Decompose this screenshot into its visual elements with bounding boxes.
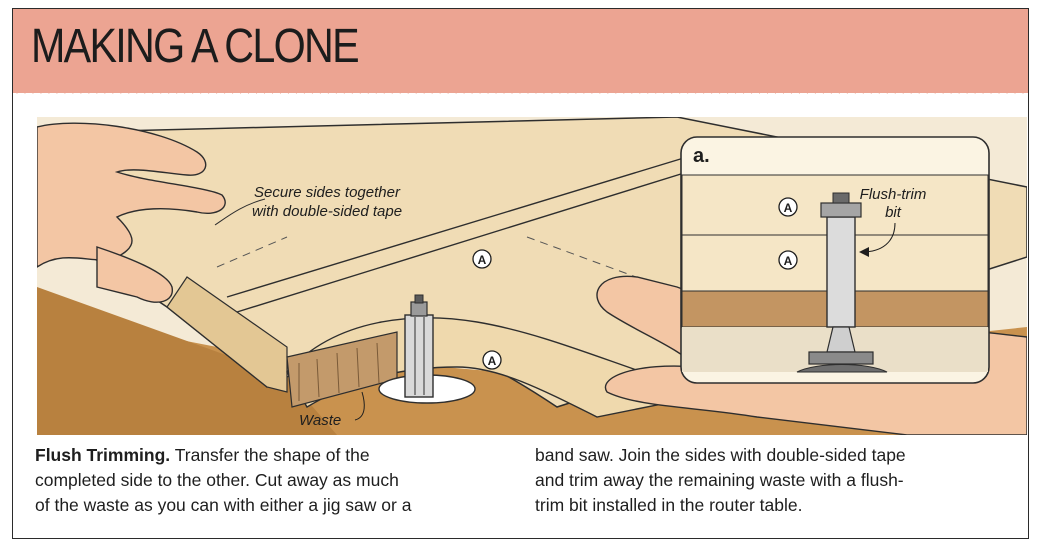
inset-bit-bearing bbox=[820, 202, 862, 218]
inset-part-marker-upper: A bbox=[778, 197, 798, 217]
inset-bit-bolt bbox=[832, 192, 850, 204]
caption-right-line-2: and trim away the remaining waste with a… bbox=[535, 470, 904, 490]
part-marker-lower-label: A bbox=[488, 354, 497, 368]
part-marker-top-label: A bbox=[478, 253, 487, 267]
caption-right-column: band saw. Join the sides with double-sid… bbox=[535, 443, 1005, 518]
caption-heading: Flush Trimming. bbox=[35, 445, 171, 465]
tape-callout-line2: with double-sided tape bbox=[252, 203, 402, 220]
banner-sawtooth-edge bbox=[13, 87, 1028, 95]
inset-detail: a. Flush-trim bit A A bbox=[680, 136, 990, 384]
inset-bit-body bbox=[826, 216, 856, 328]
flush-trim-bit-label-line2: bit bbox=[885, 204, 902, 221]
router-bit-body bbox=[404, 314, 434, 398]
caption-left-line-1: Flush Trimming. Transfer the shape of th… bbox=[35, 443, 505, 468]
caption-left-body-1: Transfer the shape of the bbox=[170, 445, 370, 465]
part-marker-top: A bbox=[472, 249, 492, 269]
left-hand bbox=[37, 122, 226, 268]
groove-line-1 bbox=[226, 156, 688, 298]
bit-bolt bbox=[414, 294, 424, 304]
caption-left-line-3: of the waste as you can with either a ji… bbox=[35, 495, 412, 515]
waste-texture bbox=[298, 342, 380, 401]
caption-right-line-1: band saw. Join the sides with double-sid… bbox=[535, 445, 906, 465]
caption-left-column: Flush Trimming. Transfer the shape of th… bbox=[35, 443, 505, 518]
waste-leader-line bbox=[354, 391, 365, 421]
inset-collet bbox=[808, 351, 874, 365]
left-thumb bbox=[96, 246, 173, 303]
caption-left-line-2: completed side to the other. Cut away as… bbox=[35, 470, 399, 490]
tape-callout-line1: Secure sides together bbox=[254, 184, 401, 201]
table-shadow bbox=[37, 287, 337, 435]
waste-label: Waste bbox=[299, 412, 341, 429]
flush-trim-bit-label-line1: Flush-trim bbox=[860, 186, 927, 203]
bit-leader-arrow bbox=[859, 247, 869, 257]
part-marker-lower: A bbox=[482, 350, 502, 370]
caption-right-line-3: trim bit installed in the router table. bbox=[535, 495, 803, 515]
inset-part-marker-lower-label: A bbox=[784, 254, 793, 268]
flush-trimming-illustration: Secure sides together with double-sided … bbox=[37, 117, 1027, 435]
tape-dash bbox=[216, 236, 288, 268]
title-banner: MAKING A CLONE bbox=[13, 9, 1028, 93]
inset-letter: a. bbox=[693, 145, 710, 167]
inset-part-marker-lower: A bbox=[778, 250, 798, 270]
bit-bearing bbox=[410, 301, 428, 317]
inset-part-marker-upper-label: A bbox=[784, 201, 793, 215]
workpiece-edge bbox=[166, 276, 288, 393]
groove-line-2 bbox=[236, 168, 698, 313]
page-frame: MAKING A CLONE bbox=[12, 8, 1029, 539]
inset-nut bbox=[796, 364, 888, 373]
tape-leader-line bbox=[214, 198, 266, 226]
page-title: MAKING A CLONE bbox=[31, 20, 360, 73]
